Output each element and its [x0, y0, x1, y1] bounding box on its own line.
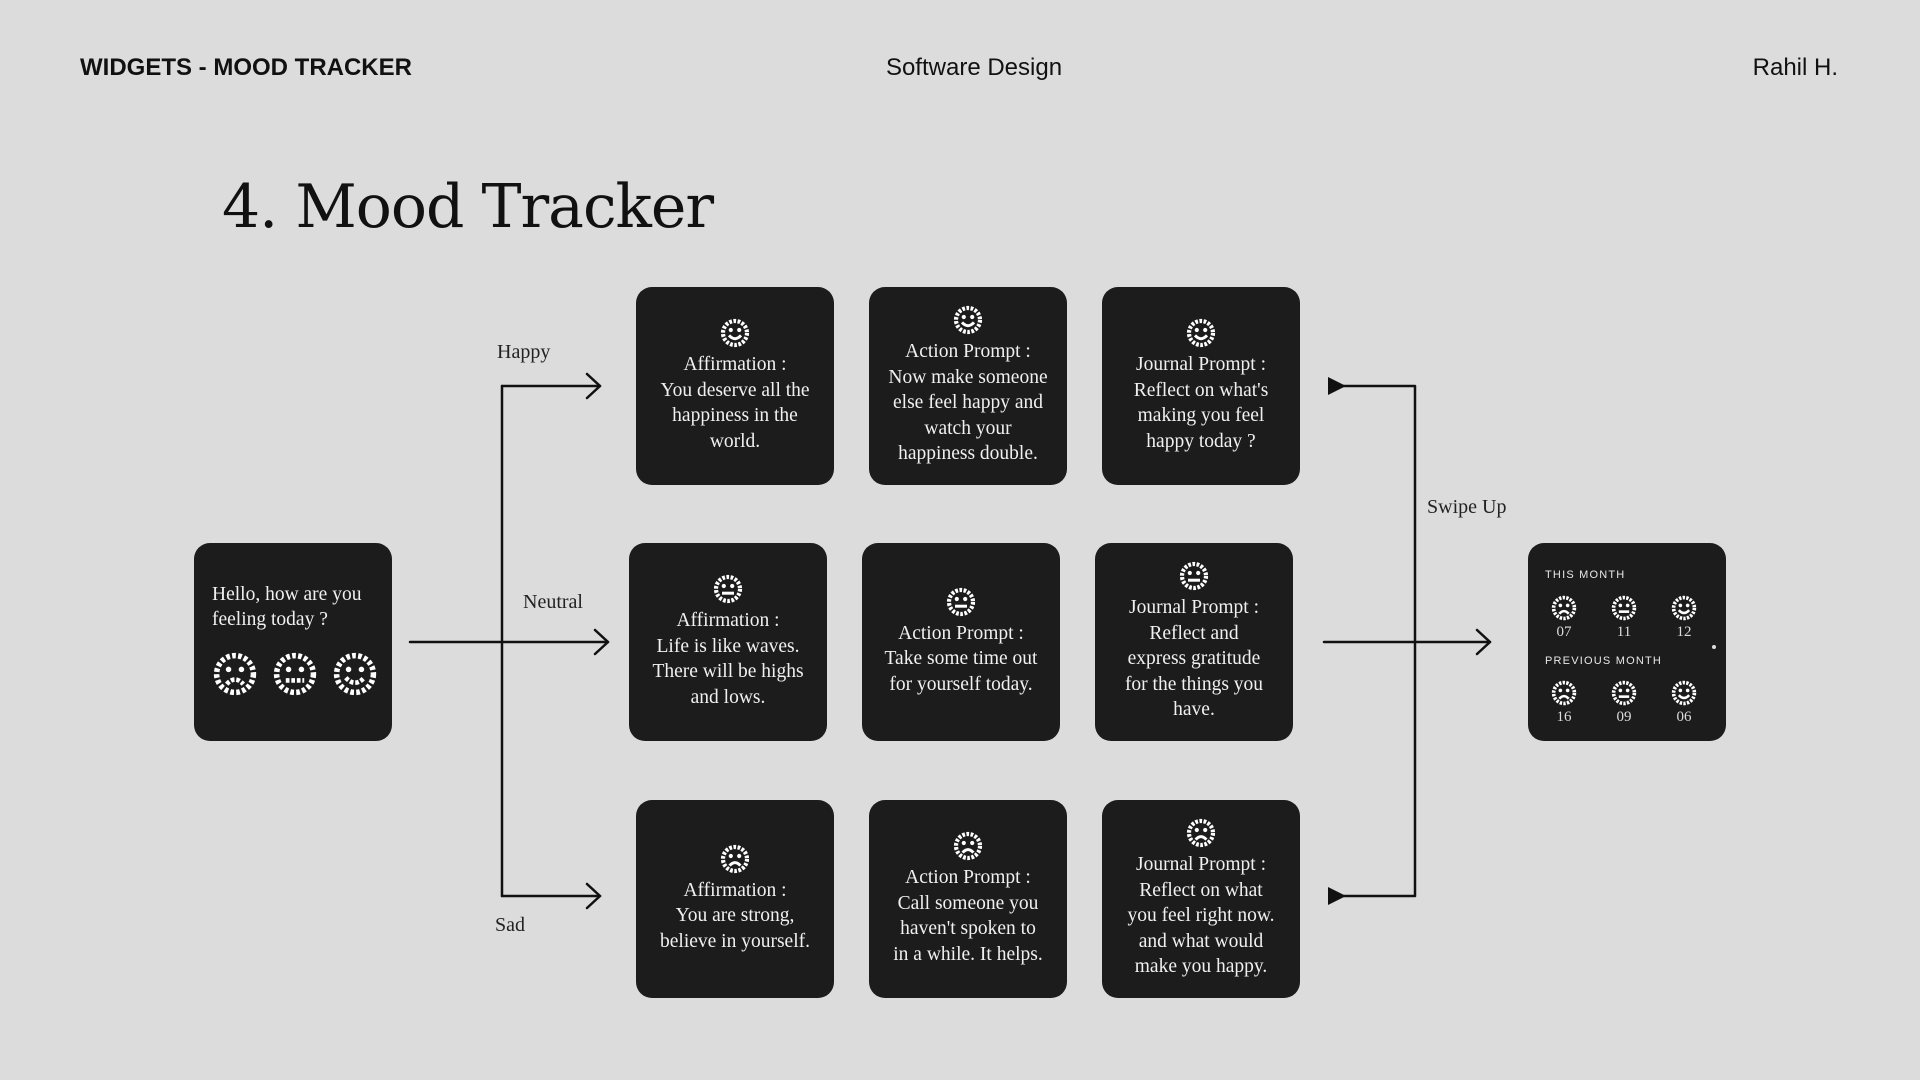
previous-month-happy: 06 — [1671, 680, 1697, 726]
card-text: Journal Prompt : Reflect on what you fee… — [1127, 854, 1275, 978]
page-title: 4. Mood Tracker — [222, 172, 714, 242]
label-neutral: Neutral — [523, 591, 583, 613]
neutral-icon — [1611, 680, 1637, 706]
neutral-affirmation-card: Affirmation : Life is like waves. There … — [629, 543, 827, 741]
happy-icon — [1186, 318, 1216, 348]
mood-count: 09 — [1616, 709, 1632, 725]
neutral-icon — [713, 574, 743, 604]
happy-icon — [720, 318, 750, 348]
mood-count: 12 — [1676, 623, 1692, 640]
card-text: Affirmation : You deserve all the happin… — [660, 354, 810, 452]
this-month-row: 07 11 12 — [1551, 595, 1697, 641]
label-sad: Sad — [495, 914, 525, 936]
card-text: Action Prompt : Call someone you haven't… — [893, 867, 1043, 965]
sad-affirmation-card: Affirmation : You are strong, believe in… — [636, 800, 834, 998]
neutral-icon[interactable] — [272, 651, 318, 697]
happy-icon — [1671, 595, 1697, 620]
previous-month-neutral: 09 — [1611, 680, 1637, 726]
sad-icon — [720, 844, 750, 873]
neutral-icon — [1611, 595, 1637, 620]
label-swipe-up: Swipe Up — [1427, 496, 1507, 518]
page-indicator-dot — [1712, 645, 1716, 649]
sad-icon — [1186, 819, 1216, 848]
sad-journal-card: Journal Prompt : Reflect on what you fee… — [1102, 800, 1300, 998]
mood-count: 07 — [1556, 623, 1572, 640]
previous-month-row: 16 09 06 — [1551, 680, 1697, 726]
sad-icon — [953, 831, 983, 861]
this-month-label: THIS MONTH — [1545, 569, 1626, 581]
mood-count: 11 — [1616, 623, 1632, 640]
happy-journal-card: Journal Prompt : Reflect on what's makin… — [1102, 287, 1300, 485]
label-happy: Happy — [497, 341, 551, 363]
mood-count: 16 — [1556, 709, 1572, 725]
mood-question-text: Hello, how are you feeling today ? — [212, 583, 362, 631]
neutral-icon — [1179, 562, 1209, 591]
mood-summary-widget[interactable]: THIS MONTH 07 11 12 PREVIOUS MONTH 16 09… — [1528, 543, 1726, 741]
card-text: Journal Prompt : Reflect on what's makin… — [1133, 354, 1269, 452]
happy-action-card: Action Prompt : Now make someone else fe… — [869, 287, 1067, 485]
this-month-sad: 07 — [1551, 595, 1577, 641]
card-text: Action Prompt : Now make someone else fe… — [888, 341, 1048, 465]
sad-icon — [1551, 680, 1577, 706]
header-title: WIDGETS - MOOD TRACKER — [80, 54, 412, 81]
happy-affirmation-card: Affirmation : You deserve all the happin… — [636, 287, 834, 485]
mood-count: 06 — [1676, 709, 1692, 725]
happy-icon — [1671, 680, 1697, 706]
neutral-action-card: Action Prompt : Take some time out for y… — [862, 543, 1060, 741]
neutral-journal-card: Journal Prompt : Reflect and express gra… — [1095, 543, 1293, 741]
card-text: Affirmation : Life is like waves. There … — [652, 610, 804, 708]
previous-month-sad: 16 — [1551, 680, 1577, 726]
sad-action-card: Action Prompt : Call someone you haven't… — [869, 800, 1067, 998]
card-text: Journal Prompt : Reflect and express gra… — [1124, 597, 1264, 721]
previous-month-label: PREVIOUS MONTH — [1545, 654, 1663, 667]
this-month-happy: 12 — [1671, 595, 1697, 641]
sad-icon[interactable] — [212, 651, 258, 697]
mood-question-widget[interactable]: Hello, how are you feeling today ? — [194, 543, 392, 741]
this-month-neutral: 11 — [1611, 595, 1637, 641]
header-subtitle: Software Design — [885, 54, 1063, 81]
neutral-icon — [946, 587, 976, 616]
mood-face-options — [212, 651, 378, 697]
happy-icon[interactable] — [332, 651, 378, 697]
card-text: Affirmation : You are strong, believe in… — [660, 879, 810, 952]
happy-icon — [953, 306, 983, 335]
sad-icon — [1551, 595, 1577, 620]
card-text: Action Prompt : Take some time out for y… — [884, 622, 1038, 695]
header-author: Rahil H. — [1752, 54, 1838, 81]
